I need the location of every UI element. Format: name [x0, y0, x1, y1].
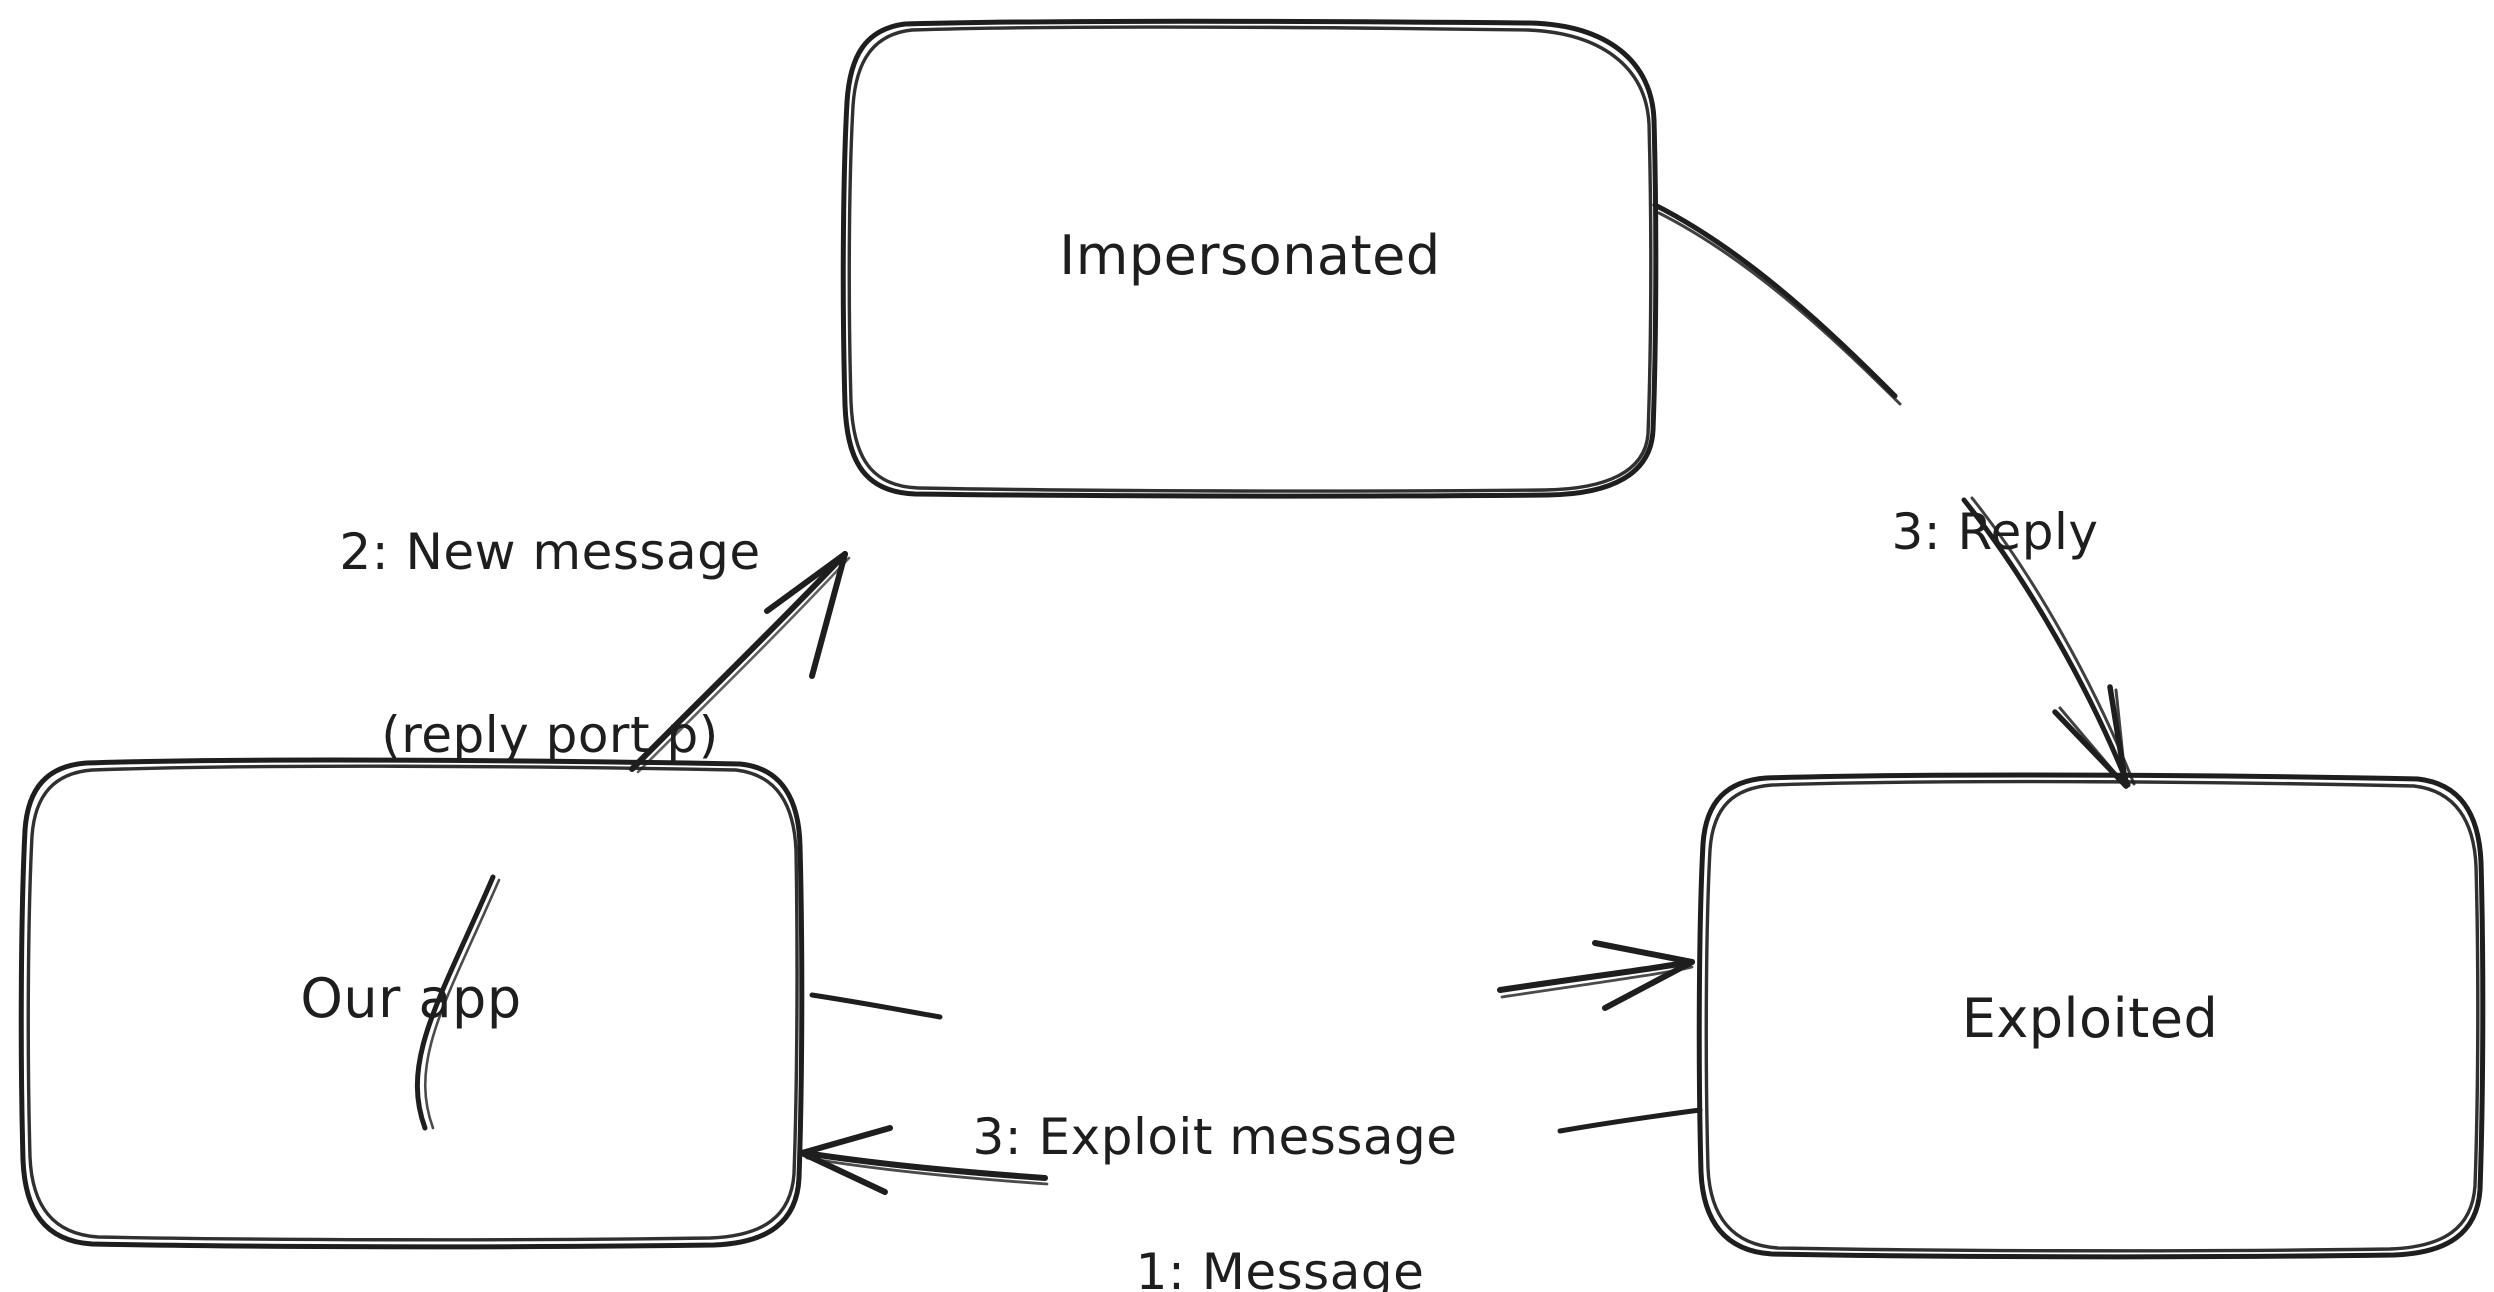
node-our-app-shape[interactable] — [18, 757, 805, 1250]
edge-new-message-line[interactable] — [414, 551, 851, 1131]
edge-exploit-message-line[interactable] — [809, 940, 1695, 1020]
edge-message-line[interactable] — [799, 1107, 1703, 1195]
edge-reply-line[interactable] — [1652, 202, 2136, 789]
node-impersonated-shape[interactable] — [840, 18, 1659, 499]
node-exploited-shape[interactable] — [1696, 772, 2486, 1260]
